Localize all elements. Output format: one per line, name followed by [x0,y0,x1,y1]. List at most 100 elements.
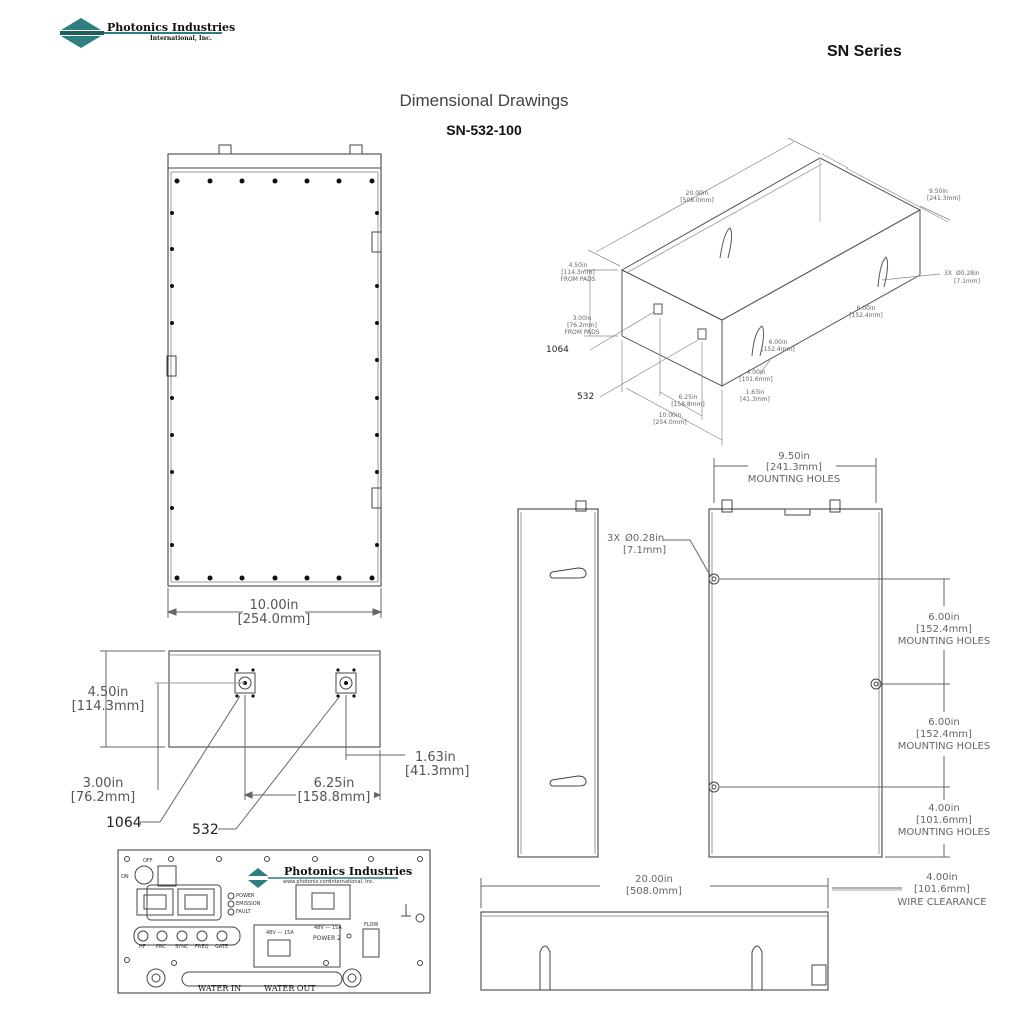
iso-beam-mm: [76.2mm] [567,322,597,329]
rear-url: www.photonix.com [283,879,331,885]
isometric-view [620,157,922,387]
isometric-dimension-lines [584,137,951,446]
side-mounting-dimension-lines [663,452,988,858]
side-holes-dia: Ø0.28in [625,533,665,544]
rear-power1-rating: 48V — 15A [266,930,294,936]
side-narrow-view [517,500,599,858]
front-beam-mm: [76.2mm] [70,790,136,805]
rear-fault-led-label: FAULT [236,909,251,915]
top-view-outline [166,144,382,587]
front-view-532-port [335,668,357,698]
iso-label-1064: 1064 [546,345,569,355]
front-offset-in: 1.63in [415,750,456,765]
iso-beam-in: 3.00in [572,315,592,322]
iso-mh1-mm: [152.4mm] [849,312,883,319]
rear-panel-connectors [134,865,425,988]
iso-height-note: FROM PADS [560,276,596,283]
side-mh3-note: MOUNTING HOLES [897,827,991,838]
side-mh3-mm: [101.6mm] [916,815,972,826]
rear-port-label-hf: HF [139,944,146,950]
iso-holes-count: 3X [944,270,952,277]
iso-length-mm: [508.0mm] [680,197,714,204]
iso-length-in: 20.00in [685,190,709,197]
rear-power2-label: POWER 2 [313,935,341,942]
rear-port-label-freq: FREQ [195,944,209,950]
rear-brand-sub: International, Inc. [330,879,375,885]
top-view-width-in: 10.00in [249,598,299,613]
iso-offset-in: 1.63in [745,389,765,396]
front-offset-mm: [41.3mm] [405,764,470,779]
iso-mh3-in: 4.00in [746,369,766,376]
front-spacing-in: 6.25in [313,776,355,791]
iso-height-in: 4.50in [568,262,588,269]
section-title: Dimensional Drawings [399,91,569,110]
bottom-length-in: 20.00in [635,874,673,885]
iso-label-532: 532 [577,392,595,402]
iso-depth-in: 9.50in [929,188,948,195]
rear-panel-logo-icon [248,868,398,888]
iso-depth-mm: [241.3mm] [927,195,961,202]
rear-panel-screws [124,856,423,966]
front-view-outline [168,650,381,748]
side-mh1-in: 6.00in [928,612,960,623]
rear-port-label-sync: SYNC [175,944,189,950]
bottom-view [480,911,829,991]
rear-flow-label: FLOW [364,922,379,928]
rear-on-label: ON [121,874,129,880]
front-height-mm: [114.3mm] [71,699,145,714]
iso-width-in: 10.00in [658,412,682,419]
model-title: SN-532-100 [446,122,522,138]
side-holes-count: 3X [607,533,621,544]
bottom-view-dimension-lines [480,872,902,908]
iso-mh2-mm: [152.4mm] [761,346,795,353]
rear-off-label: OFF [143,858,153,864]
bottom-wire-in: 4.00in [926,872,958,883]
iso-mh1-in: 6.00in [856,305,876,312]
side-mount-width-in: 9.50in [778,451,810,462]
rear-panel-outline [117,849,431,994]
iso-holes-dia: Ø0.28in [956,270,980,277]
side-mount-width-note: MOUNTING HOLES [747,474,841,485]
rear-power2-rating: 48V — 15A [314,925,342,931]
bottom-length-mm: [508.0mm] [626,886,682,897]
front-spacing-mm: [158.8mm] [297,790,371,805]
iso-mh3-mm: [101.6mm] [739,376,773,383]
rear-power-led-label: POWER [236,893,255,899]
bottom-wire-note: WIRE CLEARANCE [897,897,987,908]
iso-mh2-in: 6.00in [768,339,788,346]
company-name: Photonics Industries [107,21,236,34]
side-holes-mm: [7.1mm] [623,545,667,556]
series-title: SN Series [827,43,902,60]
iso-height-mm: [114.3mm] [561,269,595,276]
top-view-width-mm: [254.0mm] [237,612,311,627]
side-mh1-note: MOUNTING HOLES [897,636,991,647]
rear-port-label-gate: GATE [215,944,229,950]
rear-emission-led-label: EMISSION [236,901,261,907]
front-view-dimension-lines [100,650,405,830]
rear-brand: Photonics Industries [284,865,413,878]
iso-offset-mm: [41.3mm] [740,396,770,403]
rear-water-out-label: WATER OUT [264,984,316,993]
top-view-screws [170,178,379,581]
top-view-width-dimension [166,588,383,625]
front-beam-in: 3.00in [82,776,124,791]
iso-width-mm: [254.0mm] [653,419,687,426]
side-mh3-in: 4.00in [928,803,960,814]
side-mh2-in: 6.00in [928,717,960,728]
side-mounting-view [708,499,883,858]
side-mh2-note: MOUNTING HOLES [897,741,991,752]
iso-holes-mm: [7.1mm] [954,278,980,285]
iso-spacing-in: 6.25in [678,394,698,401]
rear-port-label-prc: PRC [156,944,166,950]
iso-beam-note: FROM PADS [564,329,600,336]
side-mh2-mm: [152.4mm] [916,729,972,740]
front-label-532: 532 [192,822,219,838]
side-mount-width-mm: [241.3mm] [766,462,822,473]
front-height-in: 4.50in [87,685,129,700]
bottom-wire-mm: [101.6mm] [914,884,970,895]
iso-spacing-mm: [158.8mm] [671,401,705,408]
rear-water-in-label: WATER IN [198,984,242,993]
company-subname: International, Inc. [150,35,212,42]
company-logo-icon [60,18,222,48]
